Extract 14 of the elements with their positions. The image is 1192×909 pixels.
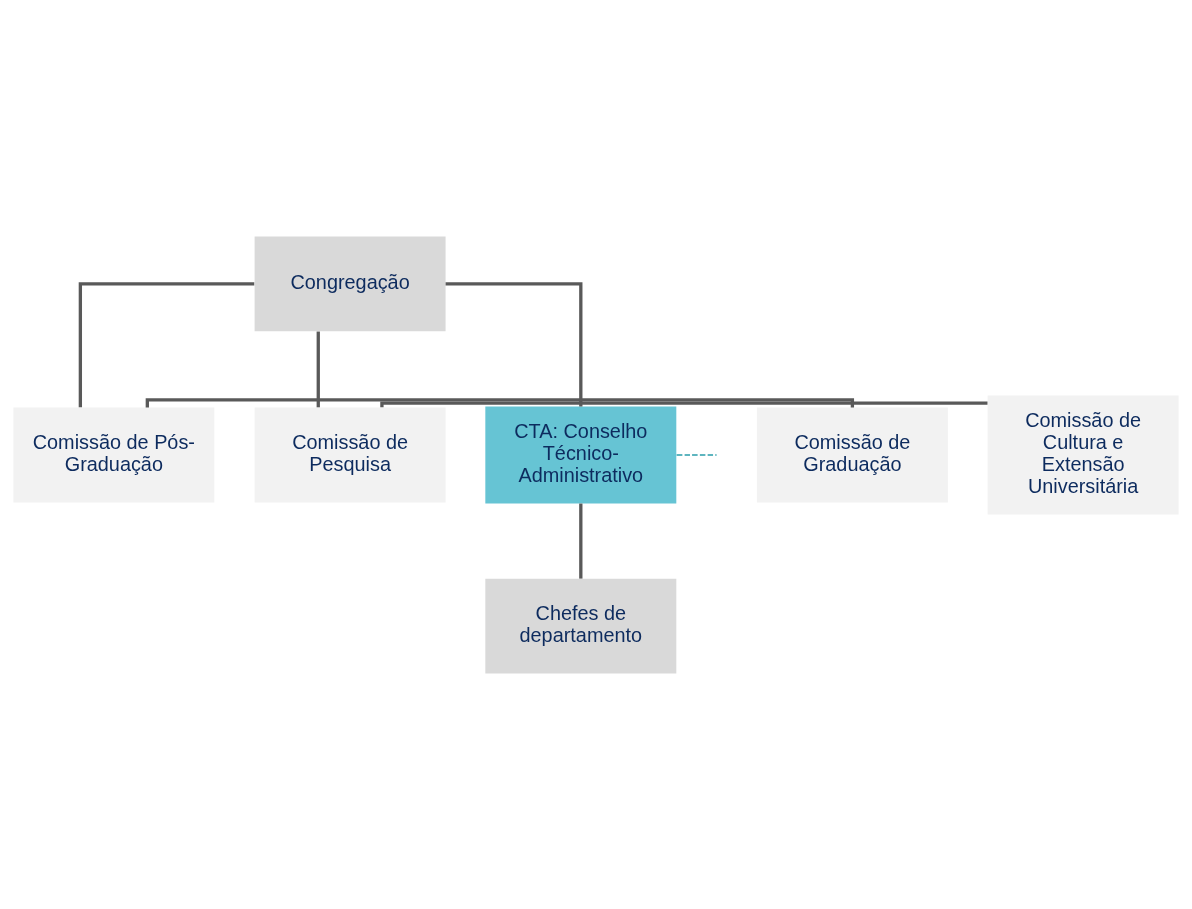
connector	[380, 400, 988, 408]
connector	[316, 331, 320, 407]
node-box: Comissão de Pós-Graduação	[13, 407, 215, 502]
node-box: Comissão de Pesquisa	[254, 407, 446, 502]
connector	[145, 397, 855, 407]
node-box: Comissão de Graduação	[756, 407, 948, 502]
node-box: CTA: Conselho Técnico-Administrativo	[485, 405, 677, 504]
connector	[675, 453, 718, 456]
connector	[579, 503, 583, 579]
connector	[445, 281, 583, 406]
connector	[78, 281, 255, 407]
node-box: Chefes de departamento	[485, 578, 677, 674]
node-box: Comissão de Cultura e Extensão Universitária	[987, 394, 1179, 515]
node-box: Congregação	[254, 235, 446, 331]
